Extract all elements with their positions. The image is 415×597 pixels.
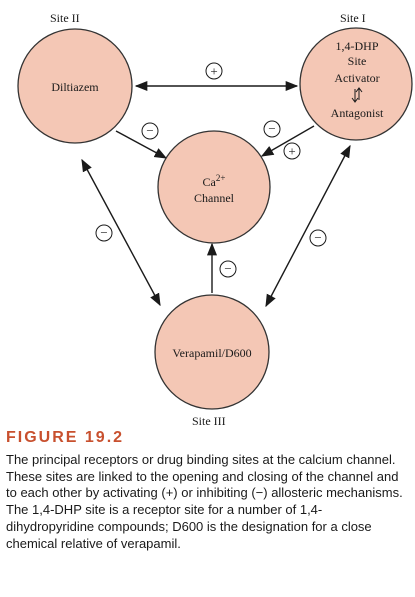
- svg-text:+: +: [288, 144, 295, 159]
- diltiazem-node: Diltiazem: [17, 28, 133, 144]
- sign-minus-dhp-verapamil: −: [309, 229, 327, 247]
- site-iii-label: Site III: [192, 414, 226, 428]
- dhp-site-node: 1,4-DHP Site Activator Antagonist: [299, 27, 413, 141]
- verapamil-label: Verapamil/D600: [172, 346, 251, 360]
- arrow-diltiazem-verapamil: [81, 158, 161, 307]
- dhp-antagonist-label: Antagonist: [331, 106, 384, 120]
- sign-plus-dhp-channel: +: [283, 142, 301, 160]
- channel-label: Channel: [194, 191, 235, 205]
- svg-text:−: −: [268, 121, 275, 136]
- binding-sites-diagram: Site II Site I Site III Diltiazem 1,4-DH…: [17, 11, 413, 428]
- dhp-label: 1,4-DHP: [335, 39, 378, 53]
- figure-caption: The principal receptors or drug binding …: [6, 452, 403, 551]
- equilibrium-arrows-icon: [351, 87, 363, 103]
- site-ii-label: Site II: [50, 11, 80, 25]
- svg-text:−: −: [146, 123, 153, 138]
- diltiazem-label: Diltiazem: [51, 80, 99, 94]
- svg-text:−: −: [100, 225, 107, 240]
- sign-minus-verapamil-channel: −: [219, 260, 237, 278]
- sign-minus-dhp-channel: −: [263, 120, 281, 138]
- svg-text:−: −: [314, 230, 321, 245]
- arrow-dhp-verapamil: [265, 144, 351, 308]
- dhp-activator-label: Activator: [334, 71, 379, 85]
- ca-channel-node: Ca2+ Channel: [157, 130, 271, 244]
- svg-text:−: −: [224, 261, 231, 276]
- arrow-diltiazem-channel: [115, 130, 168, 159]
- ca-label: Ca2+: [203, 173, 226, 189]
- sign-plus-top: +: [205, 62, 223, 80]
- sign-minus-diltiazem-verapamil: −: [95, 224, 113, 242]
- site-i-label: Site I: [340, 11, 366, 25]
- figure-title: FIGURE 19.2: [6, 429, 125, 446]
- sign-minus-diltiazem-channel: −: [141, 122, 159, 140]
- svg-text:+: +: [210, 64, 217, 79]
- dhp-site-label: Site: [348, 54, 367, 68]
- verapamil-node: Verapamil/D600: [154, 294, 270, 410]
